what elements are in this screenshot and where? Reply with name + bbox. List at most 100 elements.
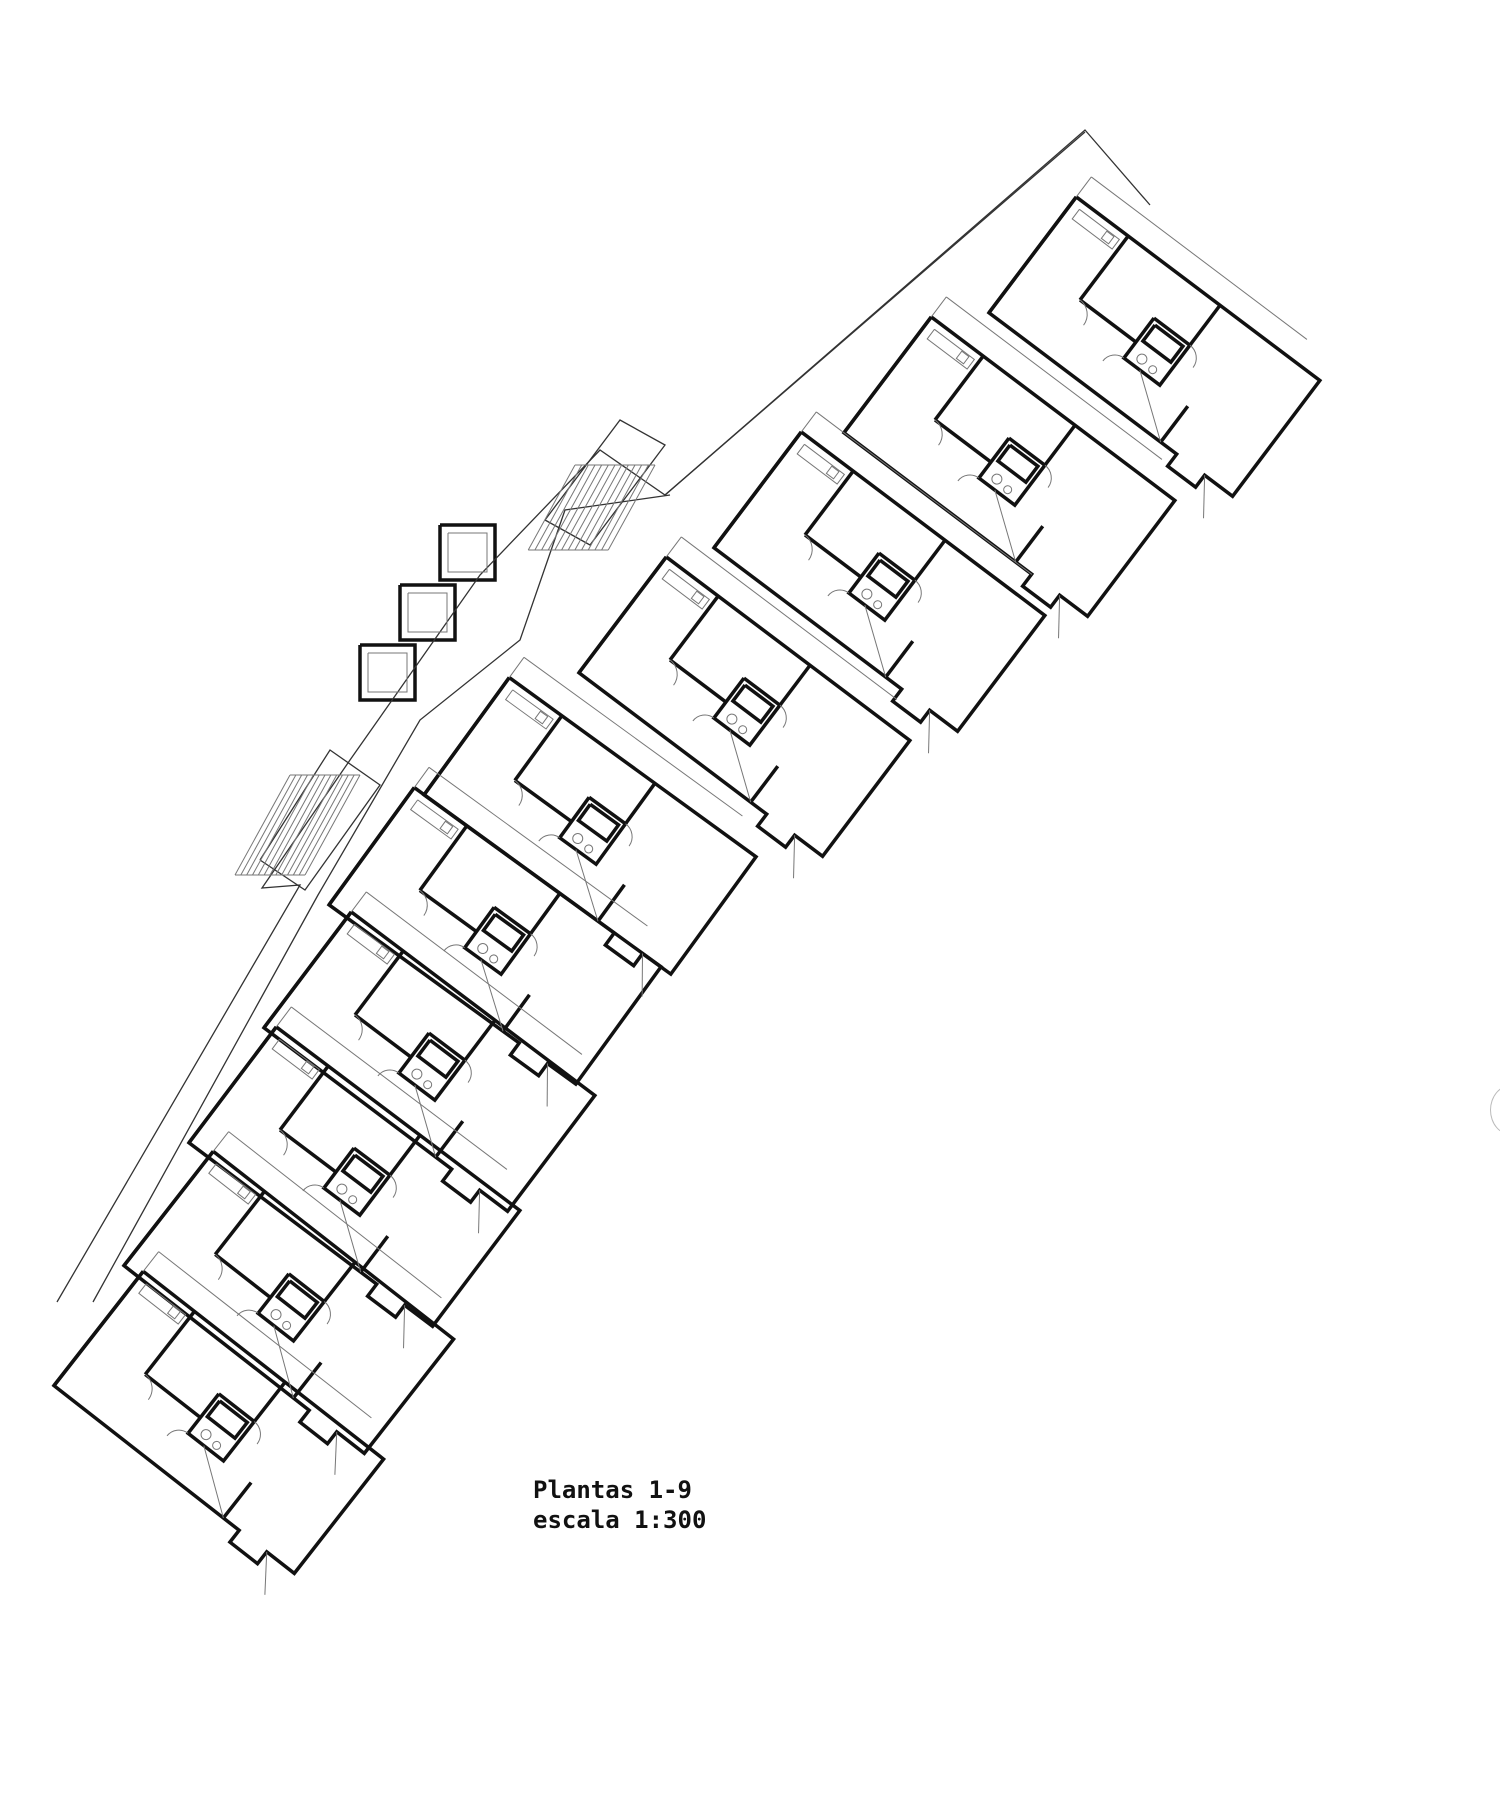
kitchen-counter xyxy=(409,799,459,840)
terrace-line xyxy=(1091,176,1308,340)
lift-car-2 xyxy=(407,592,448,633)
unit-shell xyxy=(326,786,664,1087)
kitchen-counter xyxy=(661,568,711,610)
door-swing xyxy=(279,1129,288,1156)
window-line xyxy=(928,710,931,754)
stove-icon xyxy=(690,590,705,605)
terrace-line xyxy=(428,766,648,927)
party-wall xyxy=(52,1270,145,1387)
kitchen-counter xyxy=(1071,208,1121,250)
living-wall xyxy=(501,993,531,1033)
bathtub xyxy=(274,1279,320,1321)
door-swing xyxy=(1189,344,1197,368)
window-line xyxy=(403,1305,406,1349)
unit-shell xyxy=(986,195,1323,499)
stove-icon xyxy=(300,1060,315,1075)
stair-tread xyxy=(601,464,649,551)
bedroom-wall xyxy=(353,1013,412,1059)
unit-shell xyxy=(841,315,1178,619)
interior-details xyxy=(138,176,1308,1595)
sink-icon xyxy=(584,844,594,854)
caption-scale: escala 1:300 xyxy=(533,1506,707,1534)
kitchen-counter xyxy=(926,328,976,370)
sink-icon xyxy=(348,1195,358,1205)
stove-icon xyxy=(1100,230,1115,245)
stair-tread xyxy=(567,464,616,551)
sink-icon xyxy=(738,725,748,735)
stove-icon xyxy=(375,945,390,960)
window-line xyxy=(264,1551,268,1595)
bedroom-wall xyxy=(418,889,478,934)
toilet-icon xyxy=(991,473,1003,485)
stair-tread xyxy=(534,464,583,551)
apartment-unit-9 xyxy=(841,315,1178,619)
sink-icon xyxy=(282,1320,292,1330)
apartment-unit-3 xyxy=(186,1025,523,1329)
unit-details-2 xyxy=(208,1131,442,1475)
terrace-line xyxy=(142,1251,160,1272)
toilet-icon xyxy=(411,1068,423,1080)
bathroom-wall xyxy=(976,436,1048,508)
door-swing xyxy=(419,890,428,916)
door-swing xyxy=(354,1014,363,1041)
bedroom-wall xyxy=(213,1190,266,1256)
diagonal-line xyxy=(203,1445,224,1519)
door-swing xyxy=(214,1254,223,1280)
unit-shell xyxy=(711,430,1048,734)
bathroom-wall xyxy=(185,1392,257,1464)
bedroom-wall xyxy=(668,658,727,704)
door-swing xyxy=(443,944,466,952)
lift-car-1 xyxy=(367,652,408,693)
door-swing xyxy=(514,780,523,806)
building-outline xyxy=(56,129,1151,1303)
terrace-line xyxy=(350,891,367,913)
unit-shell xyxy=(576,555,913,859)
bedroom-wall xyxy=(278,1128,337,1174)
unit-shell xyxy=(421,676,759,977)
unit-details-9 xyxy=(926,296,1163,639)
window-line xyxy=(641,953,643,997)
bedroom-wall xyxy=(144,1373,202,1419)
stair-tread xyxy=(263,774,320,876)
sink-icon xyxy=(1148,365,1158,375)
stair-tread xyxy=(234,774,291,876)
unit-shell xyxy=(186,1025,523,1329)
door-swing xyxy=(166,1429,189,1437)
toilet-icon xyxy=(477,943,489,955)
living-wall xyxy=(624,782,657,825)
unit-shell xyxy=(121,1149,457,1456)
bathroom-wall xyxy=(462,905,533,977)
bedroom-wall xyxy=(933,354,985,421)
party-wall xyxy=(712,430,803,549)
window-line xyxy=(546,1063,548,1107)
stair-tread xyxy=(257,774,314,876)
party-wall xyxy=(327,786,416,906)
stair-tread xyxy=(269,774,326,876)
apartment-unit-8 xyxy=(711,430,1048,734)
stove-icon xyxy=(236,1185,251,1200)
stair-tread xyxy=(298,774,355,876)
toilet-icon xyxy=(726,713,738,725)
living-wall xyxy=(596,883,626,923)
lift-shaft-3 xyxy=(438,523,497,582)
stove-icon xyxy=(534,710,549,725)
sink-icon xyxy=(873,600,883,610)
terrace-line xyxy=(681,536,898,700)
kitchen-counter xyxy=(346,923,396,965)
stair-tread xyxy=(547,464,596,551)
bathtub xyxy=(481,912,526,954)
bedroom-wall xyxy=(803,533,862,579)
living-wall xyxy=(434,1120,465,1159)
stair-tread xyxy=(541,464,589,551)
bathtub xyxy=(730,683,776,725)
terrace-line xyxy=(665,536,682,558)
bedroom-wall xyxy=(1078,234,1130,301)
stair-upper-box xyxy=(544,419,666,546)
kitchen-counter xyxy=(504,689,554,730)
kitchen-counter xyxy=(138,1283,187,1325)
unit-details-4 xyxy=(346,891,583,1234)
bathroom-wall xyxy=(396,1031,468,1103)
terrace-line xyxy=(212,1131,230,1152)
door-swing xyxy=(934,419,943,446)
unit-details-10 xyxy=(1071,176,1308,519)
